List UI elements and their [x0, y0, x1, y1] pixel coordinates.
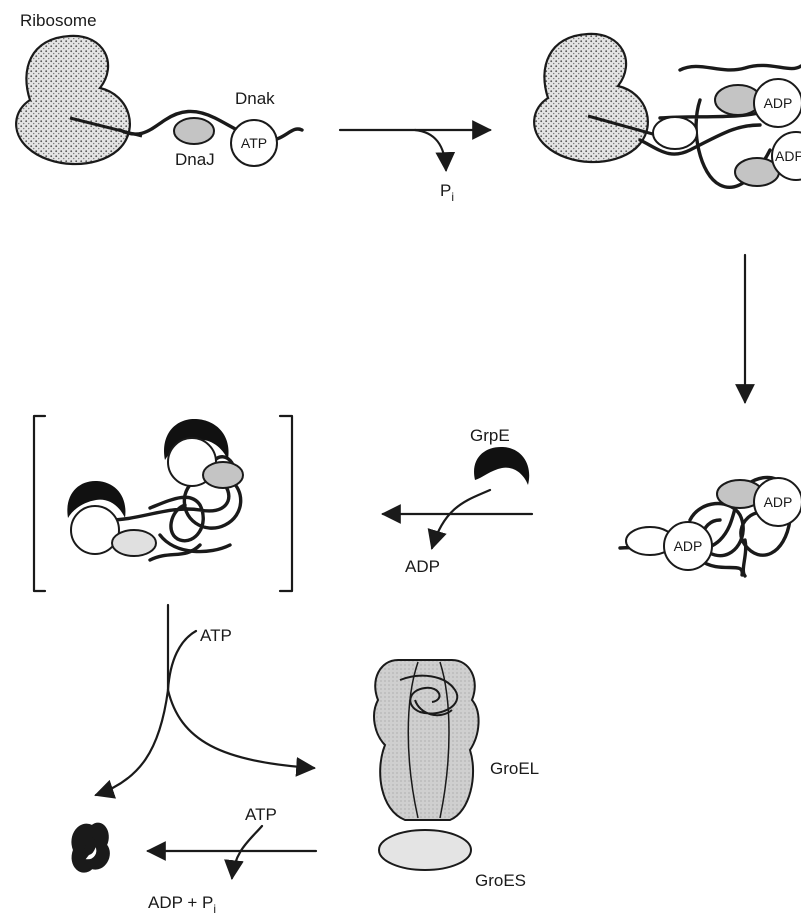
bracket-right	[280, 416, 292, 591]
dnak-adp-text-1: ADP	[764, 95, 793, 111]
dnaj-label: DnaJ	[175, 150, 215, 169]
adp-pi-label: ADP + Pi	[148, 893, 216, 916]
branch-atp-in	[168, 631, 196, 690]
groes-label: GroES	[475, 871, 526, 890]
grpe-protein	[474, 447, 529, 485]
atp-label-groel: ATP	[245, 805, 277, 824]
ribosome-2	[534, 34, 660, 162]
dnak-atp-text: ATP	[241, 135, 267, 151]
adp-label-grpe: ADP	[405, 557, 440, 576]
bracket-left	[34, 416, 45, 591]
ribosome-1	[16, 36, 142, 164]
arrow-to-native	[96, 690, 168, 795]
dnaj-bound-2	[112, 530, 156, 556]
dnak-adp-text-2: ADP	[775, 148, 801, 164]
groes-cap	[379, 830, 471, 870]
dnak-label: Dnak	[235, 89, 275, 108]
atp-label-branch: ATP	[200, 626, 232, 645]
native-folded-protein	[72, 824, 108, 872]
ribosome-label: Ribosome	[20, 11, 97, 30]
arrow-pi-release	[415, 130, 446, 170]
dnak-adp-text-3: ADP	[674, 538, 703, 554]
pi-label: Pi	[440, 181, 454, 204]
groel-complex	[374, 660, 479, 820]
dnaj-bound-1	[203, 462, 243, 488]
arrow-adp-release	[432, 490, 490, 548]
dnaj-protein-2-white	[653, 117, 697, 149]
dnaj-protein-1	[174, 118, 214, 144]
arrow-to-groel	[168, 690, 314, 768]
dnak-adp-text-4: ADP	[764, 494, 793, 510]
grpe-label: GrpE	[470, 426, 510, 445]
groel-label: GroEL	[490, 759, 539, 778]
